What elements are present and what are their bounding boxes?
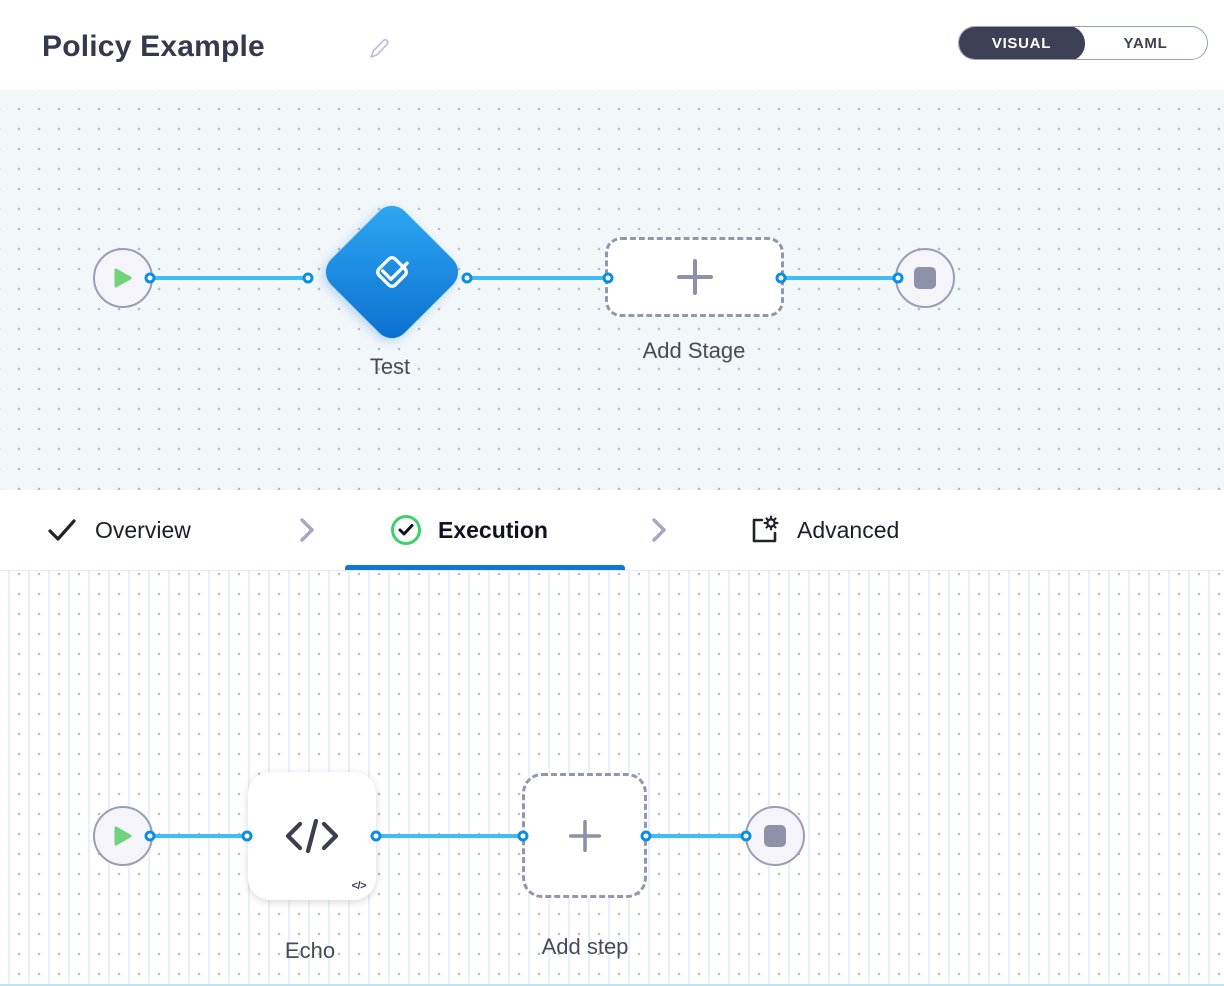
play-icon — [114, 268, 132, 288]
connector-port[interactable] — [144, 272, 156, 284]
tab-overview-label: Overview — [95, 516, 191, 543]
stage-check-icon — [376, 256, 409, 288]
check-icon — [48, 519, 76, 541]
step-end-node — [745, 806, 805, 866]
connector-line — [376, 834, 523, 838]
execution-step-canvas[interactable]: </> Echo Add step — [0, 571, 1224, 986]
connector-port[interactable] — [740, 830, 752, 842]
plus-icon — [568, 819, 601, 852]
connector-line — [150, 276, 308, 280]
connector-port[interactable] — [370, 830, 382, 842]
connector-port[interactable] — [775, 272, 787, 284]
toggle-visual-button[interactable]: VISUAL — [959, 27, 1086, 59]
toggle-yaml-button[interactable]: YAML — [1123, 34, 1168, 52]
connector-port[interactable] — [602, 272, 614, 284]
chevron-right-icon — [300, 518, 314, 542]
pipeline-end-node — [895, 248, 955, 308]
connector-port[interactable] — [892, 272, 904, 284]
tab-overview[interactable]: Overview — [46, 490, 191, 570]
stage-config-tabbar: Overview Execution Advan — [0, 490, 1224, 571]
add-step-button[interactable] — [522, 773, 647, 898]
panel-gear-icon — [752, 515, 779, 543]
active-tab-underline — [345, 565, 625, 570]
stage-label: Test — [369, 354, 411, 379]
add-step-label: Add step — [541, 934, 629, 959]
check-circle-icon — [391, 515, 421, 545]
connector-line — [150, 834, 247, 838]
pipeline-start-node — [93, 248, 153, 308]
add-stage-label: Add Stage — [642, 338, 746, 363]
edit-pencil-icon[interactable] — [366, 36, 392, 62]
connector-port[interactable] — [302, 272, 314, 284]
tab-execution-label: Execution — [438, 516, 548, 543]
connector-port[interactable] — [144, 830, 156, 842]
tab-advanced[interactable]: Advanced — [748, 490, 899, 570]
connector-port[interactable] — [461, 272, 473, 284]
page-title: Policy Example — [42, 30, 265, 63]
tab-advanced-label: Advanced — [797, 516, 900, 543]
add-stage-button[interactable] — [605, 237, 784, 317]
view-toggle: VISUAL YAML — [958, 26, 1208, 60]
stop-icon — [914, 267, 936, 289]
connector-port[interactable] — [640, 830, 652, 842]
connector-line — [781, 276, 898, 280]
tab-execution[interactable]: Execution — [391, 490, 548, 570]
plus-icon — [676, 259, 713, 295]
step-label: Echo — [284, 938, 336, 963]
stage-canvas[interactable]: Test Add Stage — [0, 90, 1224, 490]
header: Policy Example VISUAL YAML — [0, 0, 1224, 90]
connector-line — [646, 834, 746, 838]
step-type-badge: </> — [351, 880, 367, 892]
connector-port[interactable] — [517, 830, 529, 842]
chevron-right-icon — [652, 518, 666, 542]
stage-node-test[interactable] — [318, 198, 466, 346]
step-node-echo[interactable]: </> — [248, 772, 376, 900]
play-icon — [114, 826, 132, 846]
connector-line — [467, 276, 608, 280]
stop-icon — [764, 825, 786, 847]
connector-port[interactable] — [241, 830, 253, 842]
code-icon — [285, 818, 339, 854]
